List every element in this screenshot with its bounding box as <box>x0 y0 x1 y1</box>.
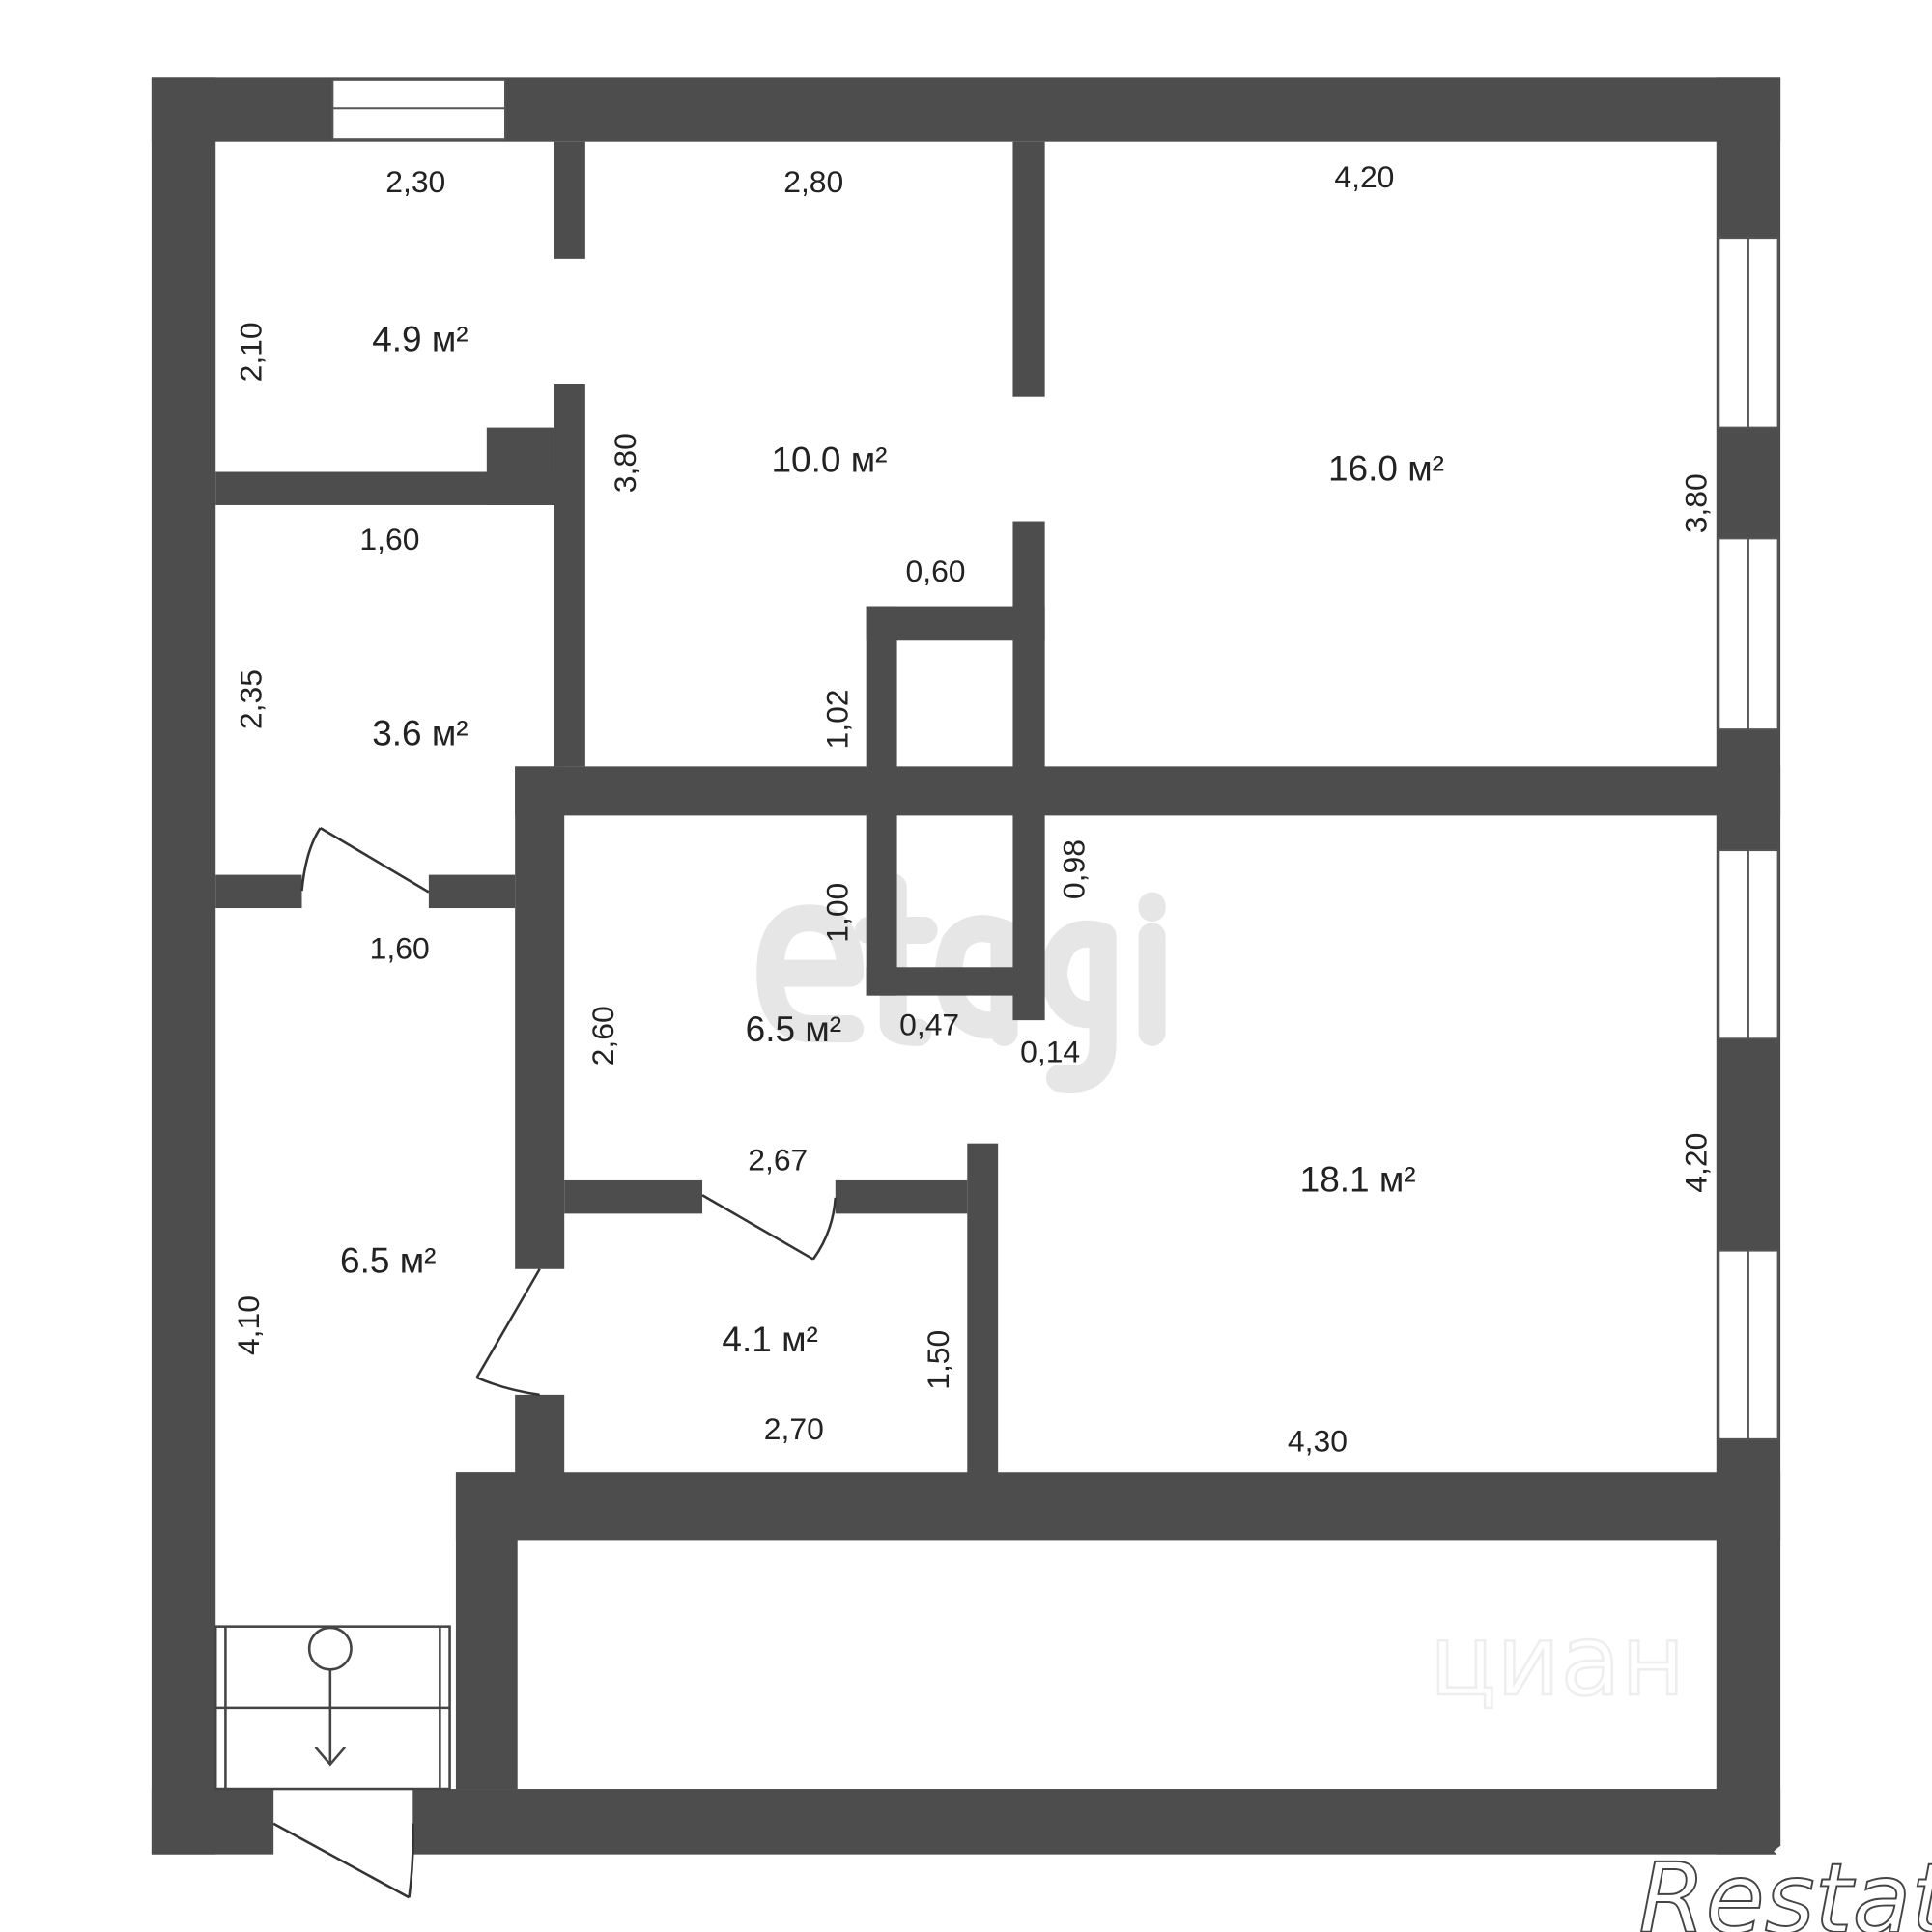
dimension-label: 3,80 <box>608 433 642 493</box>
dimension-label: 1,60 <box>370 930 430 965</box>
restate-logo: Restate <box>1637 1835 1932 1932</box>
dimension-label: 2,35 <box>233 669 268 729</box>
dimension-label: 0,47 <box>899 1007 959 1041</box>
dimension-label: 4,10 <box>231 1295 266 1355</box>
dimension-label: 0,98 <box>1056 839 1091 899</box>
room-area: 4.1 м² <box>722 1320 817 1359</box>
dimension-label: 4,30 <box>1288 1424 1348 1459</box>
svg-text:Restate: Restate <box>1638 1844 1932 1932</box>
dimension-label: 2,10 <box>233 322 268 382</box>
dimension-label: 2,70 <box>764 1411 824 1446</box>
dimension-label: 4,20 <box>1334 159 1394 194</box>
dimension-label: 0,14 <box>1020 1034 1080 1068</box>
windows <box>331 78 1779 1440</box>
room-area: 3.6 м² <box>372 714 468 753</box>
watermark-cian: циан <box>1430 1604 1686 1719</box>
room-areas: 4.9 м² 10.0 м² 16.0 м² 3.6 м² 6.5 м² 6.5… <box>340 320 1444 1360</box>
dimension-label: 2,30 <box>385 164 445 199</box>
dimension-label: 1,50 <box>921 1330 955 1390</box>
room-area: 6.5 м² <box>746 1009 841 1049</box>
room-area: 4.9 м² <box>372 320 468 359</box>
dimension-label: 0,60 <box>906 554 966 588</box>
dimension-label: 2,67 <box>748 1143 808 1178</box>
room-area: 6.5 м² <box>340 1241 436 1281</box>
dimension-label: 2,60 <box>585 1006 620 1065</box>
dimensions: 2,30 2,80 4,20 2,10 3,80 3,80 1,60 0,60 … <box>231 159 1714 1459</box>
doors <box>272 827 838 1899</box>
dimension-label: 1,60 <box>359 522 419 556</box>
dimension-label: 1,02 <box>820 689 855 749</box>
room-area: 16.0 м² <box>1328 448 1444 488</box>
dimension-label: 4,20 <box>1679 1133 1714 1193</box>
stairs <box>213 1625 451 1791</box>
room-area: 18.1 м² <box>1300 1159 1416 1199</box>
dimension-label: 3,80 <box>1679 473 1714 533</box>
dimension-label: 1,00 <box>820 883 855 943</box>
dimension-label: 2,80 <box>783 164 843 199</box>
room-area: 10.0 м² <box>771 440 887 480</box>
